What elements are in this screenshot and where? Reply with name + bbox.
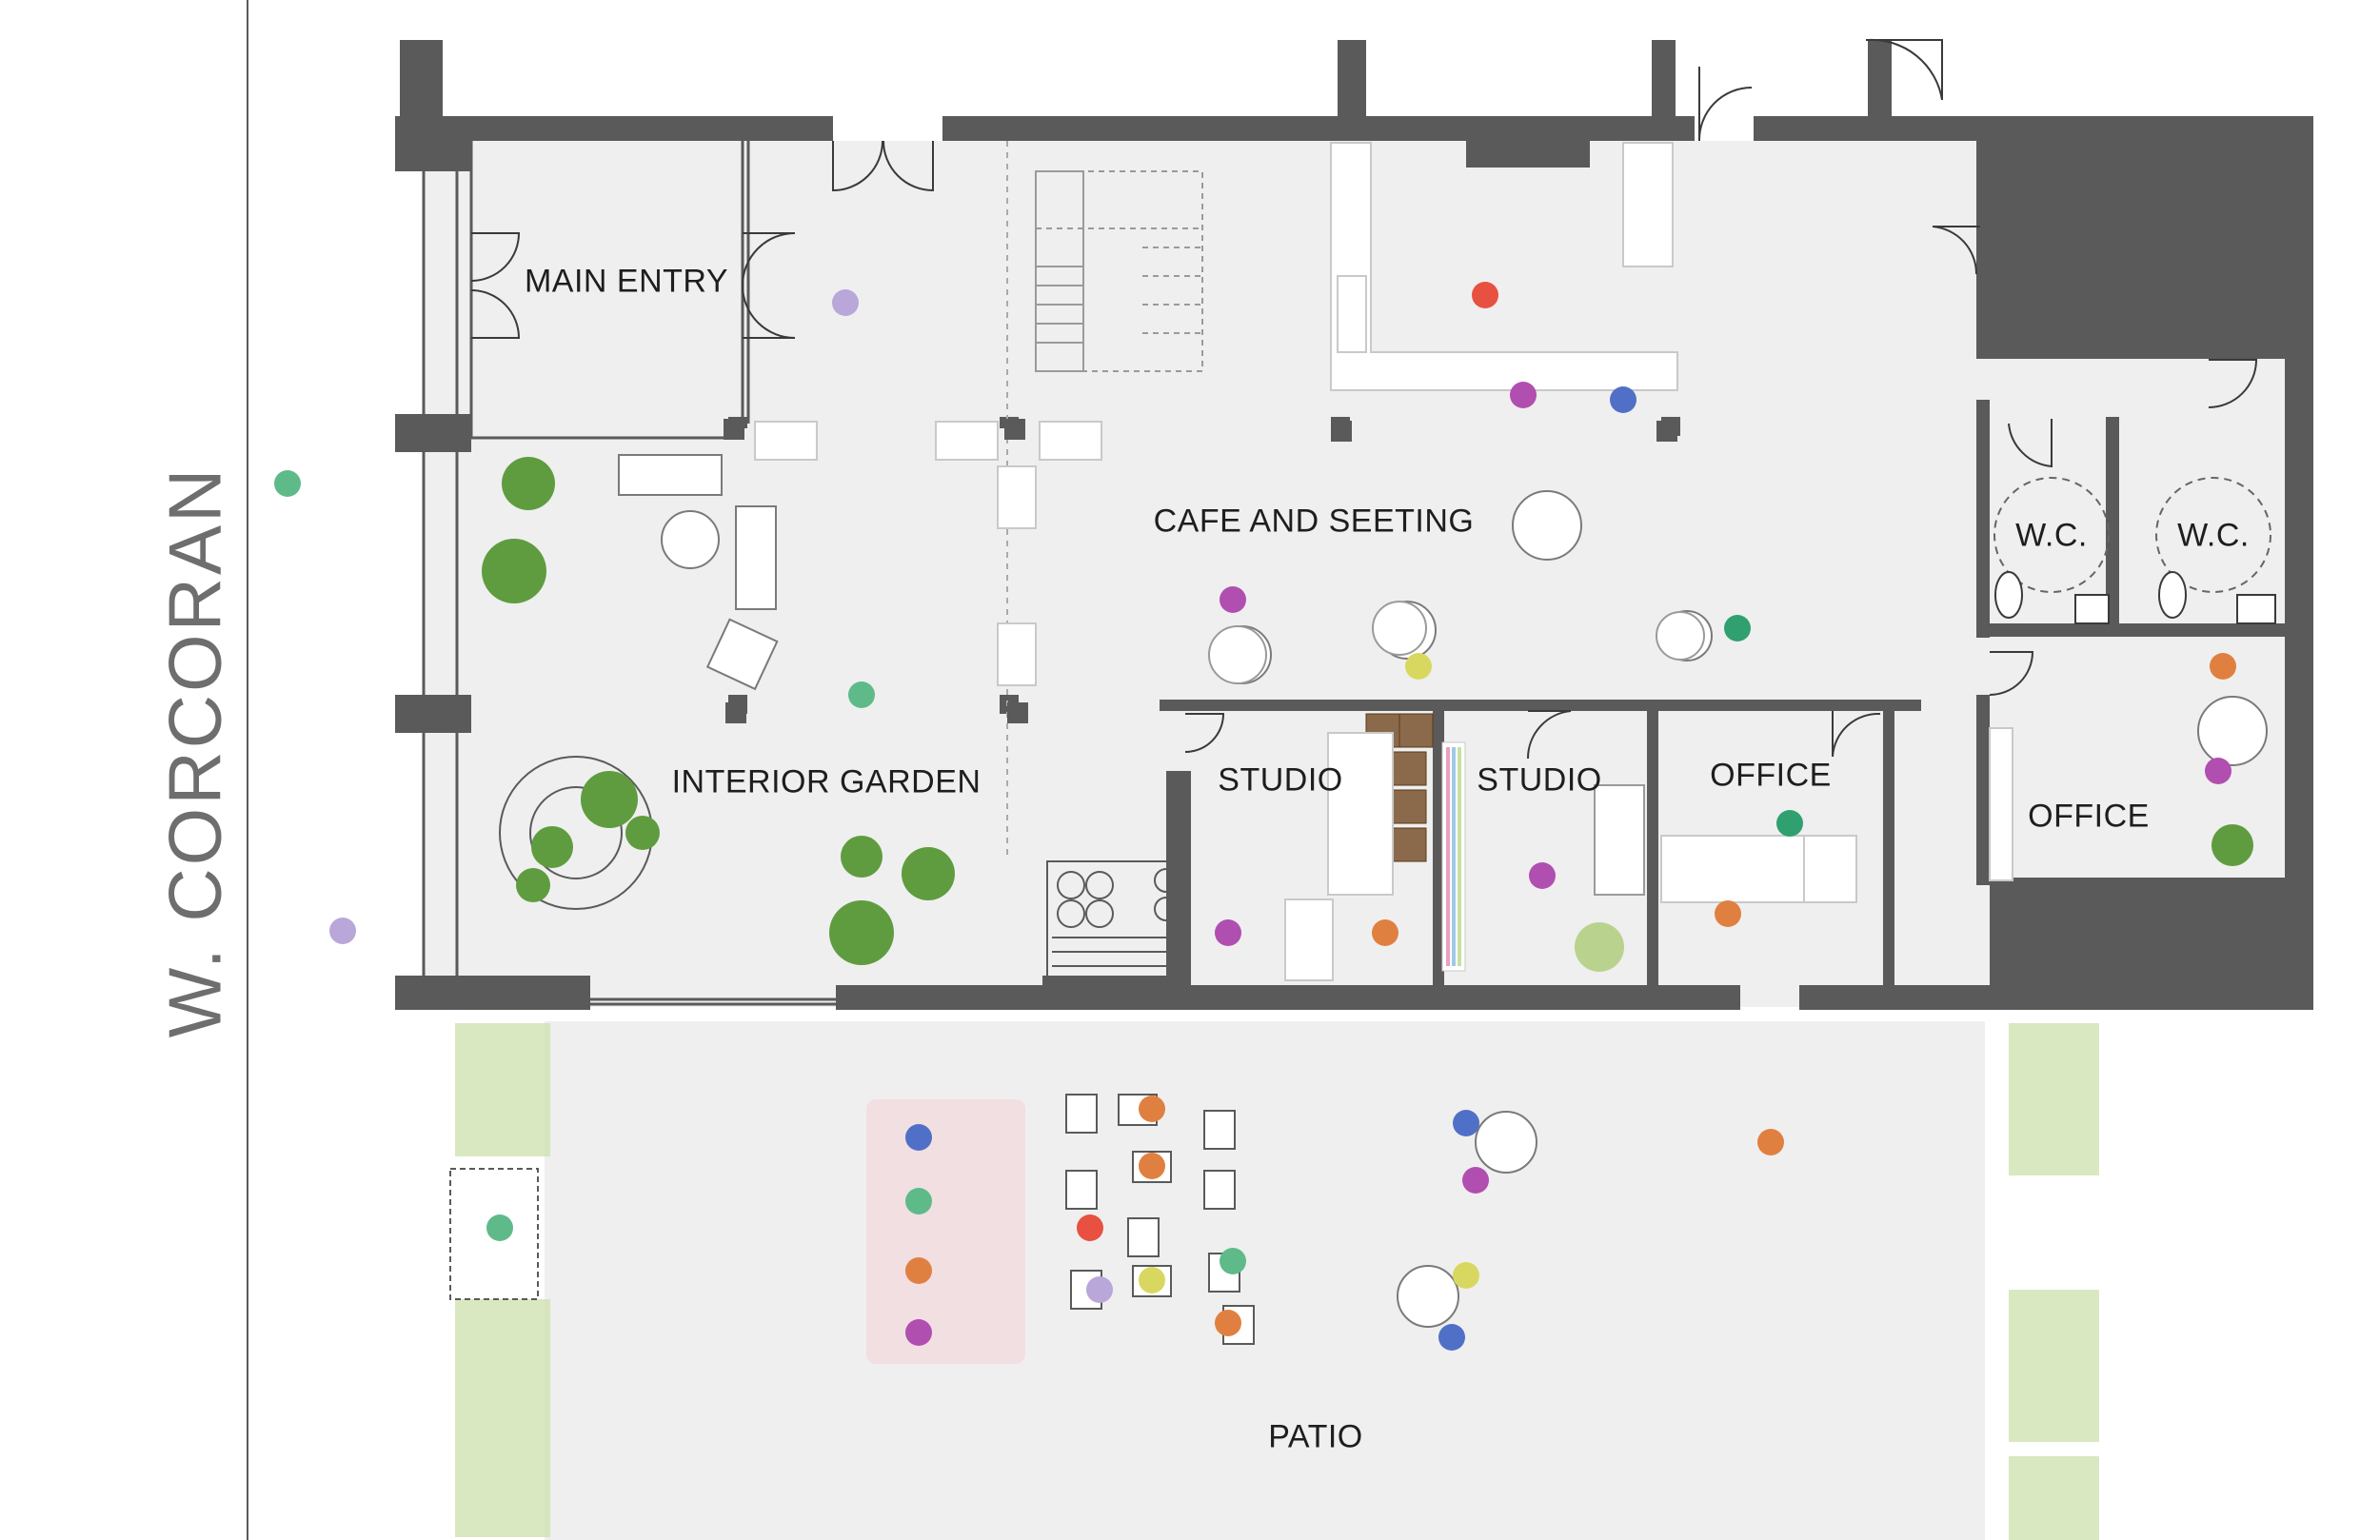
room-label-wc-2: W.C.: [2177, 517, 2250, 554]
room-label-cafe: CAFE AND SEETING: [1153, 503, 1475, 540]
room-label-office-2: OFFICE: [2028, 798, 2150, 835]
patio-tables: [1397, 1111, 1537, 1328]
exterior-walls: [395, 40, 2313, 1010]
art-pieces: [754, 421, 1102, 686]
office-desks: [1660, 727, 2013, 903]
entry-doors: [470, 38, 2258, 760]
patio-planters: [455, 1023, 2099, 1540]
studio-counter: [1327, 732, 1394, 896]
room-label-wc-1: W.C.: [2015, 517, 2088, 554]
room-label-main-entry: MAIN ENTRY: [524, 263, 729, 300]
cafe-counter: [1330, 142, 1678, 391]
wc-fixtures: [1993, 477, 2276, 624]
room-label-interior-garden: INTERIOR GARDEN: [671, 763, 982, 800]
storage-nook: [1046, 860, 1181, 986]
room-label-studio-2: STUDIO: [1477, 761, 1602, 799]
stairs: [1035, 170, 1203, 372]
room-label-office-1: OFFICE: [1710, 757, 1832, 794]
patio-floor: [545, 1021, 1985, 1540]
room-label-studio-1: STUDIO: [1218, 761, 1343, 799]
studio-sofa: [1594, 784, 1645, 896]
studio-paint-rack: [1441, 741, 1466, 972]
people: [274, 282, 2236, 1351]
cafe-tables: [1208, 601, 1705, 684]
street-label: W. CORCORAN: [152, 465, 237, 1038]
room-label-patio: PATIO: [1268, 1418, 1363, 1455]
studio-table: [1284, 898, 1334, 981]
indoor-plants: [482, 457, 2253, 972]
patio-rug: [866, 1099, 1025, 1364]
columns: [724, 419, 1677, 723]
